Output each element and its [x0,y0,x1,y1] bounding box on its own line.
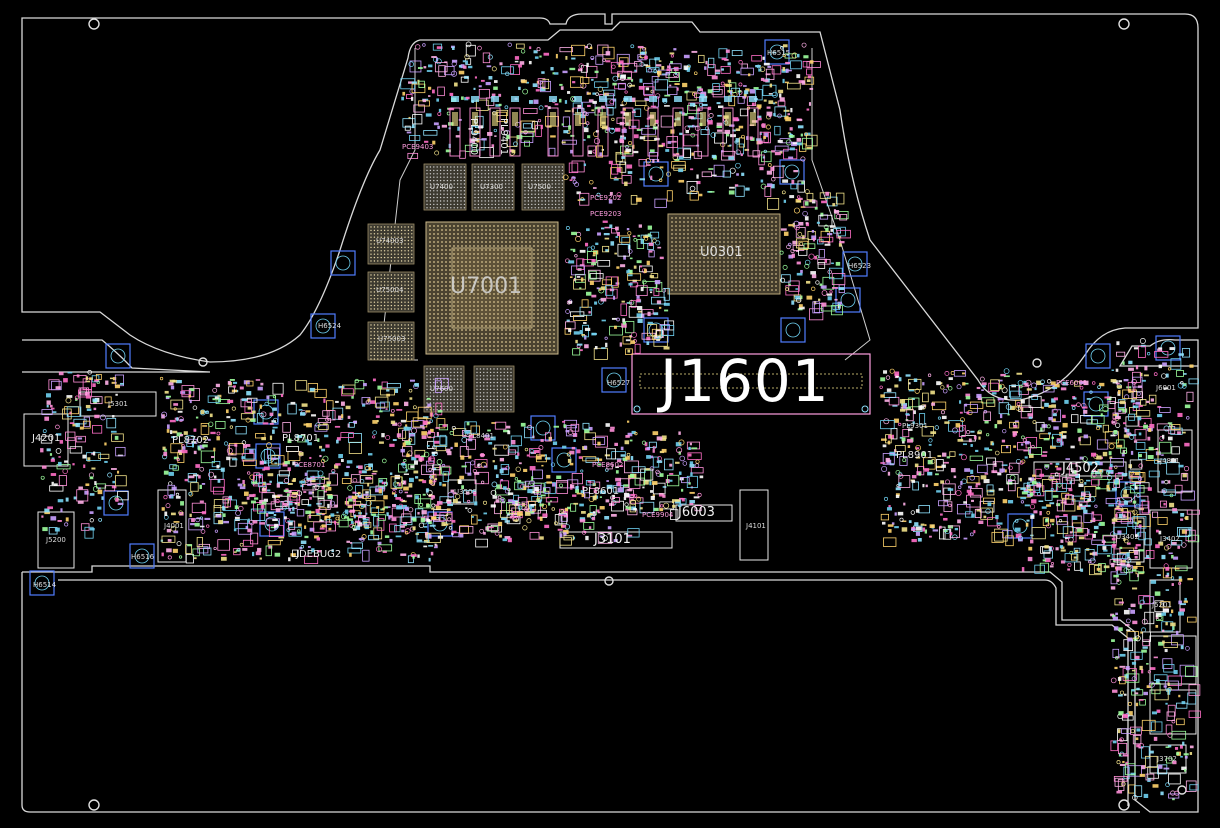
board-outline [21,13,1199,813]
cap-label-pce6001: PCE6001 [1056,379,1088,387]
cpu-chip-u0301 [667,213,781,295]
inductor-label-pl8701: PL8701 [282,433,320,444]
connector-label-j4201: J4201 [32,433,61,444]
hole-label-h6524: H6524 [318,322,342,330]
connector-label-j5200: J5200 [46,536,66,544]
connector-label-j3101: J3101 [594,532,631,547]
connector-label-j5201: J5201 [1152,601,1172,609]
mounting-holes [88,18,1187,811]
inductor-label-pl9301: PL9301 [902,422,928,430]
cap-label-pce9403: PCE9403 [402,143,434,151]
hole-label-h6515: H6515 [767,49,791,57]
inductor-label-pl8401: PL8401 [468,432,494,440]
connector-label-j4502: J4502 [1062,461,1099,476]
connector-label-jdebug2: JDEBUG2 [296,549,342,560]
connector-label-j6003: J6003 [678,505,715,520]
smd-components [40,41,1201,801]
connector-label-j4101: J4101 [746,522,766,530]
inductor-label-pl8601: PL8601 [582,486,620,497]
hole-label-h6516: H6516 [131,553,155,561]
connector-label-j4001: J4001 [164,522,184,530]
connector-label-j6001: J6001 [1156,384,1176,392]
inductor-label-pl9400: PL9400 [468,118,479,156]
hole-label-h6514: H6514 [33,581,57,589]
inductor-label-pl9401: PL9401 [498,118,509,156]
chip-label-u0301: U0301 [700,245,743,260]
cap-label-pce9202: PCE9202 [590,194,622,202]
chip-label-u3503: U3503 [454,488,477,496]
chip-label-u7500: U7500 [528,183,551,191]
connector-j1601 [631,353,871,415]
gpu-chip-u7001 [425,221,559,355]
inductor-label-pl8901: PL8901 [896,450,934,461]
chip-label-u7300: U7300 [480,183,503,191]
chip-label-u74003: U74003 [376,237,404,245]
cap-label-pce8701: PCE8701 [294,461,326,469]
chip-label-u75004: U75004 [376,286,404,294]
hole-label-h6523: H6523 [848,262,872,270]
chip-label-u7600: U7600 [430,385,453,393]
hole-label-h6527: H6527 [607,379,631,387]
cap-label-pce9904: PCE9904 [642,511,674,519]
connector-label-j5301: J5301 [108,400,128,408]
chip-label-u75003: U75003 [378,335,406,343]
chip-label-u7001: U7001 [450,274,523,299]
inductor-label-pl8702: PL8702 [172,435,210,446]
connector-label-j3402: J3402 [1160,535,1180,543]
connector-label-j1601: J1601 [660,347,830,415]
chip-label-u3402: U3402 [1116,533,1139,541]
connector-label-j4801: J4801 [1160,457,1180,465]
cap-label-pce9203: PCE9203 [590,210,622,218]
chip-label-u7400: U7400 [430,183,453,191]
cap-label-pce8602: PCE8602 [592,461,624,469]
connector-label-j3702: J3702 [1157,755,1177,763]
